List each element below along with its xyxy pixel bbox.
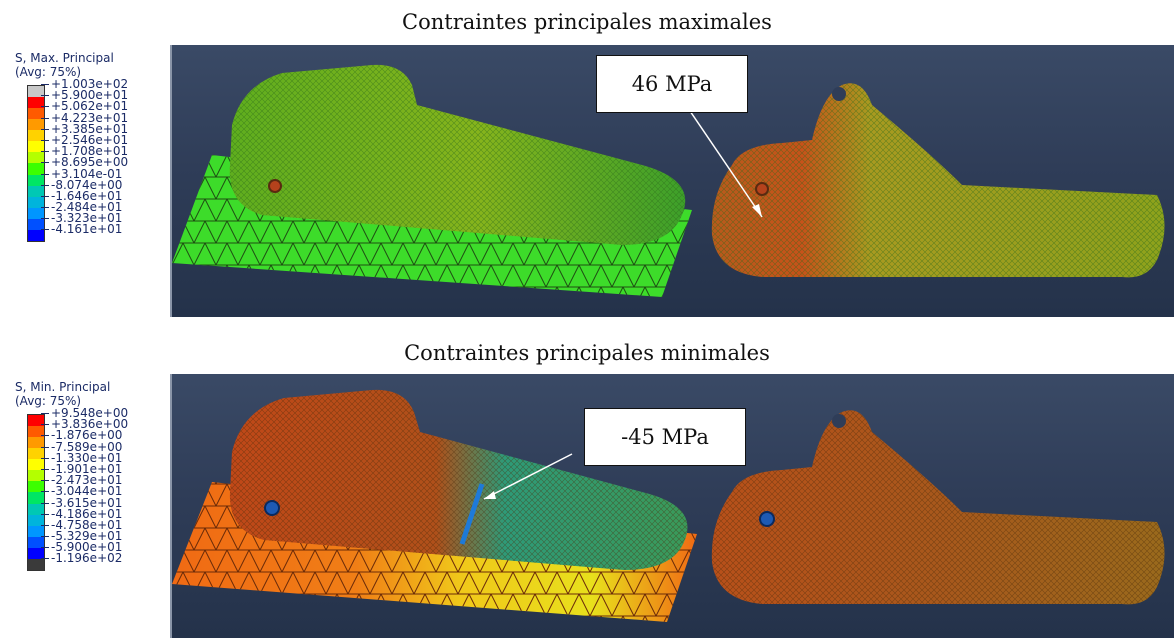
legend-swatch bbox=[28, 130, 44, 142]
legend-swatch bbox=[28, 492, 44, 504]
legend-value: +9.548e+00 bbox=[51, 406, 129, 420]
legend-values: +9.548e+00+3.836e+00-1.876e+00-7.589e+00… bbox=[49, 406, 129, 565]
legend-title: S, Min. Principal (Avg: 75%) bbox=[15, 380, 110, 408]
legend-value: +5.062e+01 bbox=[51, 99, 129, 114]
legend-swatch bbox=[28, 163, 44, 175]
legend-swatch bbox=[28, 459, 44, 471]
left-part-body bbox=[229, 64, 686, 245]
callout-arrow bbox=[689, 110, 763, 218]
legend-value: -7.589e+00 bbox=[49, 440, 128, 453]
fea-model-view bbox=[172, 389, 1165, 622]
legend-value: -3.615e+01 bbox=[49, 496, 128, 509]
legend-value: +8.695e+00 bbox=[51, 155, 129, 170]
legend-swatch bbox=[28, 470, 44, 482]
caption-min-principal: Contraintes principales minimales bbox=[404, 341, 770, 365]
callout-arrow bbox=[483, 453, 573, 500]
legend-value: +3.836e+00 bbox=[51, 417, 129, 432]
legend-title-text: S, Max. Principal bbox=[15, 51, 114, 65]
right-part-body bbox=[711, 410, 1165, 605]
legend-swatch bbox=[28, 196, 44, 208]
legend-swatch bbox=[28, 152, 44, 164]
min-principal-viewport: S, Min. Principal (Avg: 75%) +9.548e+00+… bbox=[9, 374, 1174, 638]
legend-swatch bbox=[28, 448, 44, 460]
legend-value: -4.758e+01 bbox=[49, 519, 128, 531]
legend-title-text: S, Min. Principal bbox=[15, 380, 111, 394]
legend-value: -1.196e+02 bbox=[49, 552, 128, 564]
legend-value: +4.223e+01 bbox=[51, 110, 129, 125]
legend-swatch bbox=[28, 185, 44, 197]
legend-value: -3.323e+01 bbox=[49, 212, 128, 224]
max-principal-viewport: S, Max. Principal (Avg: 75%) +1.003e+02+… bbox=[9, 45, 1174, 317]
legend-value: -2.484e+01 bbox=[49, 201, 128, 213]
right-part-body bbox=[711, 83, 1165, 278]
legend-avg-text: (Avg: 75%) bbox=[15, 394, 82, 408]
legend-color-bar bbox=[27, 85, 45, 242]
legend-swatch bbox=[28, 97, 44, 109]
legend-swatch bbox=[28, 119, 44, 131]
fea-model-view bbox=[172, 64, 1165, 297]
legend-swatch bbox=[28, 108, 44, 120]
legend-value: -3.044e+01 bbox=[49, 485, 128, 497]
legend-value: -1.876e+00 bbox=[49, 429, 128, 441]
legend-value: +5.900e+01 bbox=[51, 88, 129, 103]
legend-swatch bbox=[28, 481, 44, 493]
left-part-body bbox=[229, 389, 688, 570]
legend-swatch bbox=[28, 536, 44, 548]
legend-values: +1.003e+02+5.900e+01+5.062e+01+4.223e+01… bbox=[49, 77, 129, 236]
legend-swatch bbox=[28, 86, 44, 98]
legend-value: +1.708e+01 bbox=[51, 144, 129, 159]
legend-value: -2.473e+01 bbox=[49, 474, 128, 486]
legend-swatch bbox=[28, 547, 44, 559]
max-stress-callout: 46 MPa bbox=[596, 55, 748, 113]
legend-swatch bbox=[28, 229, 44, 241]
legend-color-bar bbox=[27, 414, 45, 571]
legend-swatch bbox=[28, 514, 44, 526]
max-principal-legend: S, Max. Principal (Avg: 75%) +1.003e+02+… bbox=[9, 45, 172, 317]
legend-swatch bbox=[28, 174, 44, 186]
legend-value: -4.161e+01 bbox=[49, 223, 128, 235]
legend-swatch bbox=[28, 558, 44, 570]
legend-value: -8.074e+00 bbox=[49, 179, 128, 191]
legend-value: +3.385e+01 bbox=[51, 121, 129, 136]
legend-swatch bbox=[28, 141, 44, 153]
min-principal-legend: S, Min. Principal (Avg: 75%) +9.548e+00+… bbox=[9, 374, 172, 638]
legend-value: -5.329e+01 bbox=[49, 530, 128, 542]
legend-swatch bbox=[28, 503, 44, 515]
legend-value: -1.646e+01 bbox=[49, 190, 128, 202]
legend-avg-text: (Avg: 75%) bbox=[15, 65, 82, 79]
legend-value: +2.546e+01 bbox=[51, 132, 129, 147]
legend-swatch bbox=[28, 437, 44, 449]
legend-value: -5.900e+01 bbox=[49, 541, 128, 553]
legend-swatch bbox=[28, 426, 44, 438]
legend-swatch bbox=[28, 218, 44, 230]
legend-title: S, Max. Principal (Avg: 75%) bbox=[15, 51, 114, 79]
legend-value: -1.901e+01 bbox=[49, 463, 128, 475]
legend-swatch bbox=[28, 207, 44, 219]
legend-swatch bbox=[28, 415, 44, 427]
legend-value: +1.003e+02 bbox=[51, 77, 129, 91]
legend-value: +3.104e-01 bbox=[49, 167, 128, 180]
legend-value: -4.186e+01 bbox=[49, 508, 128, 520]
legend-swatch bbox=[28, 525, 44, 537]
legend-value: -1.330e+01 bbox=[49, 452, 128, 464]
caption-max-principal: Contraintes principales maximales bbox=[402, 10, 772, 34]
min-stress-callout: -45 MPa bbox=[584, 408, 746, 466]
